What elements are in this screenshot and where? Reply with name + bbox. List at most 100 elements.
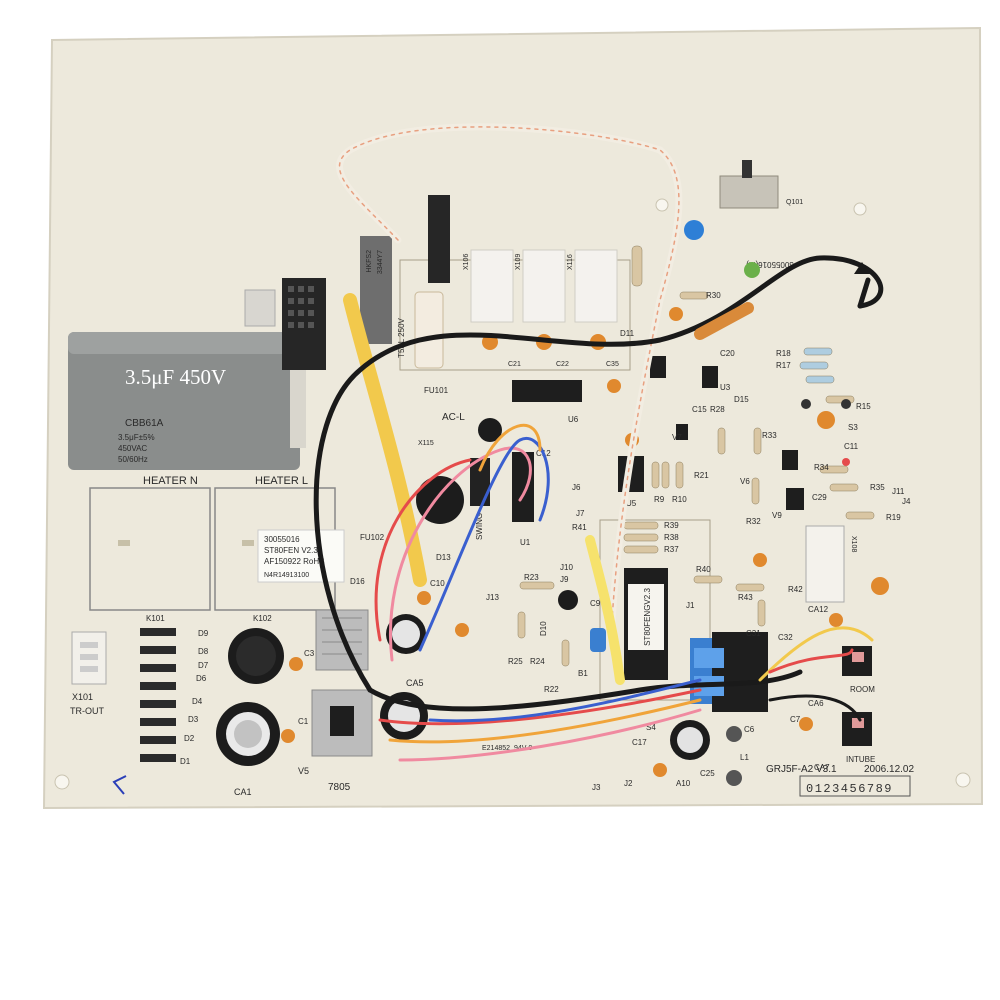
j3-label: J3 [592,783,601,792]
d10-label: D10 [539,621,548,636]
tr-out-connector [71,631,107,685]
j7-label: J7 [576,509,585,518]
transistor [786,488,804,510]
heater-l-label: HEATER L [255,475,308,487]
r37-label: R37 [664,545,679,554]
board-model: GRJ5F-A2 V3.1 [766,764,837,775]
c20-label: C20 [720,349,735,358]
d11-label: D11 [620,329,635,338]
c17-label: C17 [632,738,647,747]
ca1-label: CA1 [234,787,252,797]
transistor [650,356,666,378]
capacitor-spec1: 3.5μF±5% [118,433,155,442]
d9-label: D9 [198,629,209,638]
green-part [744,262,760,278]
ca5-label: CA5 [406,678,424,688]
j4-label: J4 [902,497,911,506]
r24-label: R24 [530,657,545,666]
c22-label: C22 [556,361,569,368]
film-capacitor: 3.5μF 450V CBB61A 3.5μF±5% 450VAC 50/60H… [68,332,306,470]
s3-label: S3 [848,423,858,432]
chip-label: ST80FENGV2.3 [643,588,652,646]
d15-label: D15 [734,395,749,404]
rotated-board-code: 30055016(M) [746,260,794,269]
c11-label: C11 [844,442,859,451]
heater-n-label: HEATER N [143,475,198,487]
relay-code: HKFS2 [366,250,373,273]
room-label: ROOM [850,685,875,694]
x101-label: X101 [72,692,93,702]
digit-strip: 0123456789 [806,782,893,796]
c6-label: C6 [744,725,755,734]
ca7-label: CA7 [814,763,830,772]
capacitor-spec3: 50/60Hz [118,455,148,464]
slide-switch: Q101 [719,160,803,209]
r10-label: R10 [672,495,687,504]
ac-l-label: AC-L [442,412,465,423]
heater-n-outline [89,487,211,611]
u6-label: U6 [568,415,579,424]
d4-label: D4 [192,697,203,706]
x115-label: X115 [418,440,434,447]
x108-connector [805,525,845,603]
wire-harness [313,123,884,762]
small-white-block [244,289,276,327]
r17-label: R17 [776,361,791,370]
u5-label: U5 [626,499,637,508]
r43-label: R43 [738,593,753,602]
c7-label: C7 [790,715,801,724]
r28-label: R28 [710,405,725,414]
tr-out-label: TR-OUT [70,706,104,716]
arrow-head [854,262,870,274]
black-relay-small [428,195,450,283]
r25-label: R25 [508,657,523,666]
fu101-label: FU101 [424,386,449,395]
swing-connector [470,458,490,506]
ic-u6: U6 [512,380,582,424]
fuse-rating: T5AL 250V [397,317,406,357]
red-led [842,458,850,466]
barcode-sticker: 30055016 ST80FEN V2.3 AF150922 RoHS N4R1… [257,529,345,583]
c9-label: C9 [590,599,601,608]
r15-label: R15 [856,402,871,411]
c25-label: C25 [700,769,715,778]
j1-label: J1 [686,601,695,610]
capacitor-value: 3.5μF 450V [125,365,226,389]
l1-label: L1 [740,753,749,762]
heatsink-lower [311,689,373,757]
r18-label: R18 [776,349,791,358]
d1-label: D1 [180,757,191,766]
d7-label: D7 [198,661,209,670]
c32-label: C32 [778,633,793,642]
circuit-board [42,26,984,810]
ca12-label: CA12 [808,605,829,614]
c10-label: C10 [430,579,445,588]
j11-label: J11 [892,487,905,496]
d6-label: D6 [196,674,207,683]
r22-label: R22 [544,685,559,694]
ca6-label: CA6 [808,699,824,708]
c3-label: C3 [304,649,315,658]
swing-label: SWING [475,513,484,540]
u3-label: U3 [720,383,731,392]
j10-label: J10 [560,563,573,572]
c31-label: C31 [746,629,761,638]
r30-label: R30 [706,291,721,300]
transistor [676,424,688,440]
blue-cap [590,628,606,652]
x106-label: X106 [463,254,470,270]
c35-label: C35 [606,361,619,368]
r32-label: R32 [746,517,761,526]
transistor [702,366,718,388]
sticker-line4: N4R14913100 [264,572,309,579]
sticker-line3: AF150922 RoHS [264,557,324,566]
v6-label: V6 [740,477,750,486]
transistor [782,450,798,470]
gray-relay: HKFS2 3344Y7 [360,236,392,344]
j9-label: J9 [560,575,569,584]
ic-u1 [512,452,534,522]
r9-label: R9 [654,495,665,504]
black-connector [282,278,326,370]
relay-bank: X106 X109 X116 [463,249,618,323]
reg-7805-label: 7805 [328,782,351,793]
